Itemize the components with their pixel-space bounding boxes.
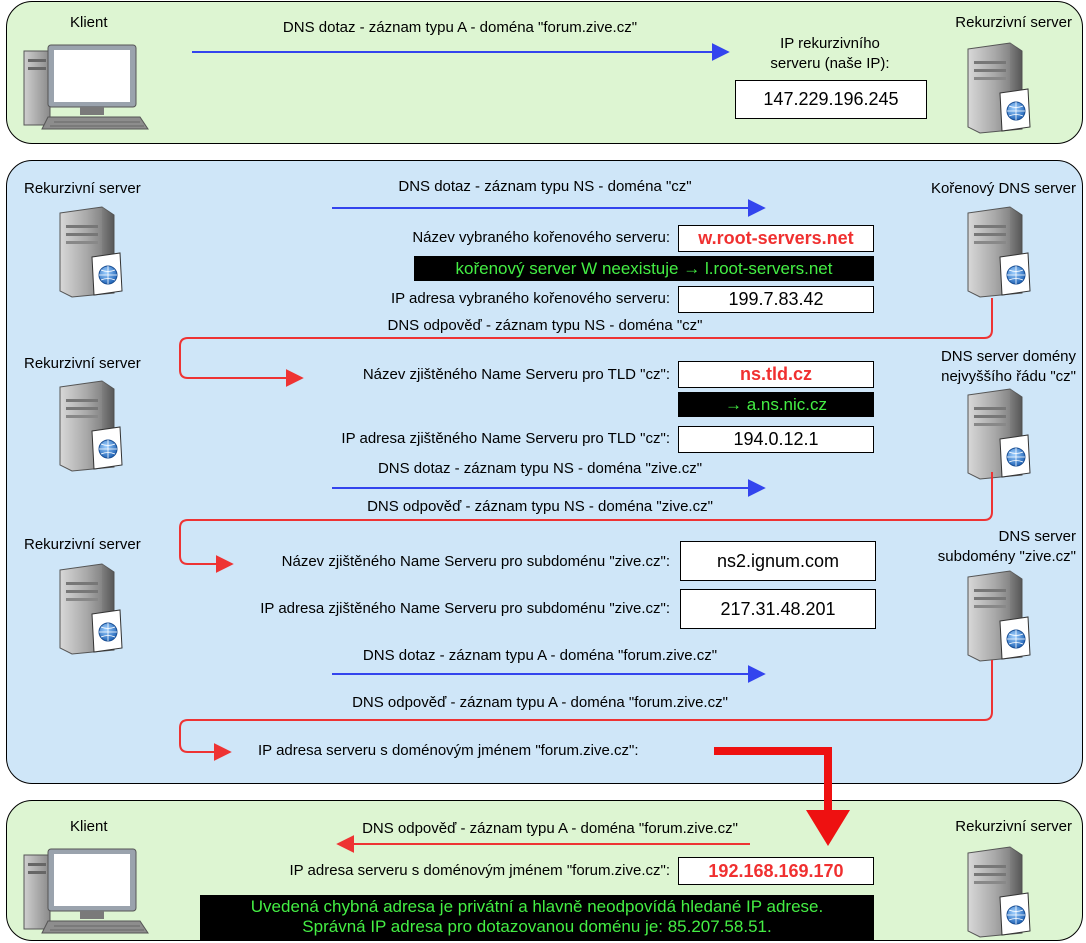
ns-cz-query-label: DNS dotaz - záznam typu NS - doména "cz" (398, 178, 692, 195)
recursive-server-label-1: Rekurzivní server (24, 180, 141, 197)
final-ip-caption: IP adresa serveru s doménovým jménem "fo… (289, 862, 670, 879)
result-big-arrowhead (806, 810, 850, 846)
wrong-ip-note-line2: Správná IP adresa pro dotazovanou doménu… (302, 917, 772, 936)
our-ip-value: 147.229.196.245 (735, 80, 927, 119)
sub-name-caption: Název zjištěného Name Serveru pro subdom… (281, 553, 670, 570)
final-response-label: DNS odpověď - záznam typu A - doména "fo… (362, 820, 738, 837)
root-name-caption: Název vybraného kořenového serveru: (412, 229, 670, 246)
our-ip-caption-line2: serveru (naše IP): (770, 55, 890, 72)
ns-cz-response-arrow (179, 298, 993, 387)
tld-server-label-line1: DNS server domény (940, 348, 1076, 365)
ns-zive-response-label: DNS odpověď - záznam typu NS - doména "z… (367, 498, 713, 515)
recursive-server-label-3: Rekurzivní server (24, 536, 141, 553)
tld-ip-value: 194.0.12.1 (678, 426, 874, 453)
client-label: Klient (70, 14, 108, 31)
sub-ip-caption: IP adresa zjištěného Name Serveru pro su… (260, 600, 670, 617)
tld-name-caption: Název zjištěného Name Serveru pro TLD "c… (362, 366, 670, 383)
root-name-value: w.root-servers.net (678, 225, 874, 252)
root-name-correction: kořenový server W neexistuje → l.root-se… (414, 256, 874, 281)
ns-zive-response-arrow (179, 472, 993, 573)
tld-ip-caption: IP adresa zjištěného Name Serveru pro TL… (341, 430, 670, 447)
root-server-label: Kořenový DNS server (930, 180, 1076, 197)
result-caption: IP adresa serveru s doménovým jménem "fo… (258, 742, 639, 759)
subdomain-server-label-line1: DNS server (998, 528, 1076, 545)
a-forum-response-arrow (179, 660, 993, 761)
root-ip-value: 199.7.83.42 (678, 286, 874, 313)
wrong-ip-note-line1: Uvedená chybná adresa je privátní a hlav… (250, 897, 824, 916)
ns-zive-query-label: DNS dotaz - záznam typu NS - doména "ziv… (377, 460, 703, 477)
sub-name-value: ns2.ignum.com (680, 541, 876, 581)
result-big-arrow (714, 747, 832, 812)
client-label-bottom: Klient (70, 818, 108, 835)
wrong-ip-note: Uvedená chybná adresa je privátní a hlav… (200, 895, 874, 941)
tld-name-value: ns.tld.cz (678, 361, 874, 388)
a-forum-response-label: DNS odpověď - záznam typu A - doména "fo… (352, 694, 728, 711)
tld-name-correction: → a.ns.nic.cz (678, 392, 874, 417)
our-ip-caption-line1: IP rekurzivního (780, 35, 880, 52)
client-query-panel (6, 1, 1083, 144)
top-server-label: Rekurzivní server (955, 14, 1072, 31)
subdomain-server-label-line2: subdomény "zive.cz" (937, 548, 1076, 565)
tld-server-label-line2: nejvyššího řádu "cz" (941, 368, 1076, 385)
a-forum-query-label: DNS dotaz - záznam typu A - doména "foru… (362, 647, 718, 664)
client-query-label: DNS dotaz - záznam typu A - doména "foru… (282, 19, 638, 36)
bottom-server-label: Rekurzivní server (955, 818, 1072, 835)
recursive-server-label-2: Rekurzivní server (24, 355, 141, 372)
sub-ip-value: 217.31.48.201 (680, 589, 876, 629)
final-ip-value: 192.168.169.170 (678, 857, 874, 885)
ns-cz-response-label: DNS odpověď - záznam typu NS - doména "c… (387, 317, 703, 334)
root-ip-caption: IP adresa vybraného kořenového serveru: (390, 290, 670, 307)
